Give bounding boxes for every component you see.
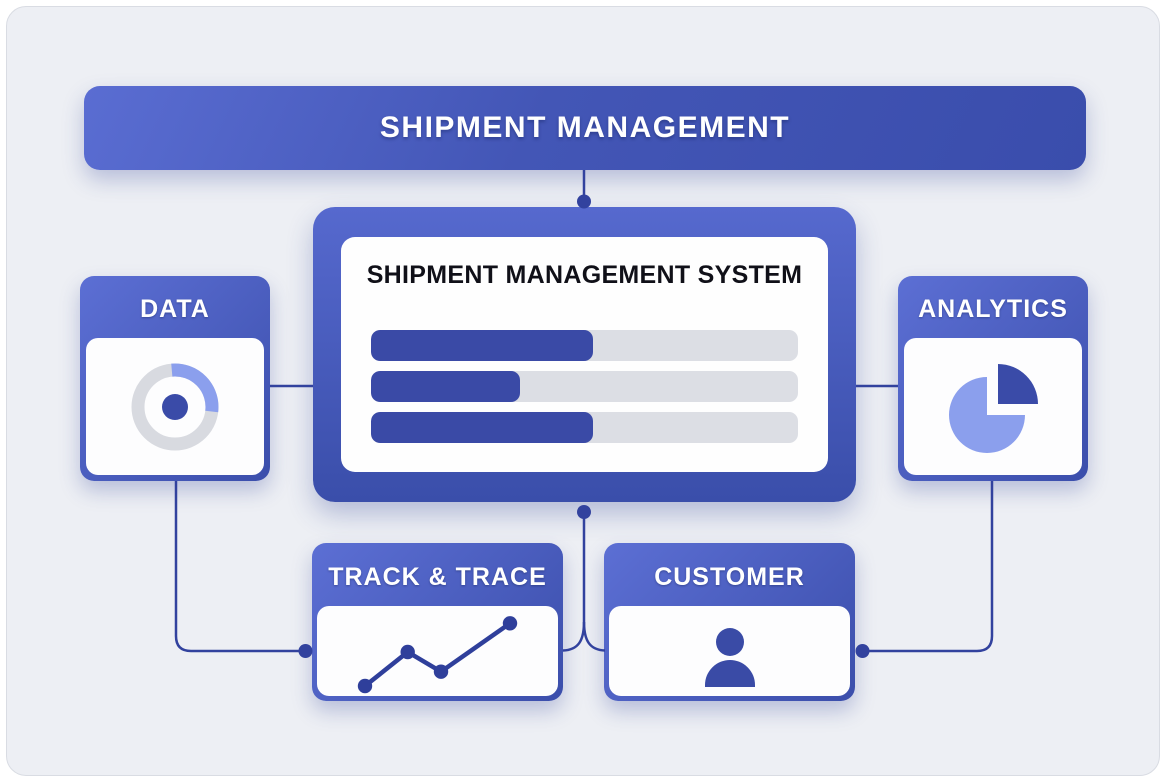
progress-bar-track bbox=[371, 371, 798, 402]
node-analytics-label: ANALYTICS bbox=[918, 295, 1068, 323]
system-card-body: SHIPMENT MANAGEMENT SYSTEM bbox=[341, 237, 828, 472]
node-data-body bbox=[86, 338, 264, 475]
node-data-label: DATA bbox=[140, 295, 210, 323]
banner-title: SHIPMENT MANAGEMENT bbox=[379, 111, 791, 144]
progress-bar-fill bbox=[371, 371, 521, 402]
system-card-title: SHIPMENT MANAGEMENT SYSTEM bbox=[366, 261, 803, 289]
node-analytics-body bbox=[904, 338, 1082, 475]
node-shipment-management-system: SHIPMENT MANAGEMENT SYSTEM bbox=[313, 207, 856, 502]
node-track-label: TRACK & TRACE bbox=[328, 563, 547, 591]
progress-bar-track bbox=[371, 412, 798, 443]
node-analytics: ANALYTICS bbox=[898, 276, 1088, 481]
node-customer: CUSTOMER bbox=[604, 543, 855, 701]
progress-bars bbox=[371, 330, 798, 453]
node-track-and-trace: TRACK & TRACE bbox=[312, 543, 563, 701]
node-track-body bbox=[317, 606, 558, 696]
line-chart-icon bbox=[357, 615, 518, 693]
node-customer-body bbox=[609, 606, 850, 696]
person-icon bbox=[705, 628, 755, 687]
progress-bar-track bbox=[371, 330, 798, 361]
donut-chart-icon bbox=[131, 363, 219, 450]
node-data: DATA bbox=[80, 276, 270, 481]
pie-chart-icon bbox=[949, 363, 1038, 453]
node-customer-label: CUSTOMER bbox=[654, 563, 805, 591]
progress-bar-fill bbox=[371, 412, 594, 443]
progress-bar-fill bbox=[371, 330, 594, 361]
banner-shipment-management: SHIPMENT MANAGEMENT bbox=[84, 86, 1086, 170]
